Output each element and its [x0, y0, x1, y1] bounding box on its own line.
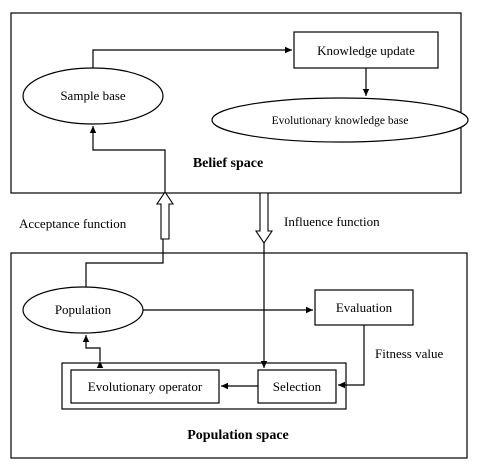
sample-to-knowledge-arrow	[92, 46, 292, 68]
knowledge-update-node	[293, 31, 439, 69]
evaluation-to-selection-arrow	[338, 325, 365, 389]
population-space-title: Population space	[187, 428, 289, 443]
evaluation-label: Evaluation	[336, 300, 393, 315]
acceptance-to-sample-arrow	[89, 126, 166, 192]
operator-population-double-arrow	[82, 335, 104, 368]
evolutionary-knowledge-base-label: Evolutionary knowledge base	[272, 115, 409, 127]
belief-space-frame	[10, 12, 462, 194]
influence-function-label: Influence function	[284, 214, 380, 229]
evolutionary-operator-node	[70, 369, 220, 404]
acceptance-function-label: Acceptance function	[19, 216, 127, 231]
belief-space-title: Belief space	[193, 156, 263, 171]
selection-label: Selection	[273, 379, 322, 394]
sample-base-label: Sample base	[60, 88, 126, 103]
evolutionary-knowledge-base-node	[211, 97, 469, 143]
knowledge-update-label: Knowledge update	[317, 43, 415, 58]
operator-group-frame	[61, 362, 347, 410]
influence-hollow-arrow	[254, 192, 274, 244]
evolutionary-operator-label: Evolutionary operator	[88, 379, 203, 394]
evaluation-node	[314, 289, 414, 326]
population-space-frame	[10, 252, 468, 459]
fitness-value-label: Fitness value	[375, 346, 443, 361]
acceptance-hollow-arrow	[155, 191, 175, 240]
population-label: Population	[55, 302, 112, 317]
acceptance-connector-line	[85, 239, 164, 287]
